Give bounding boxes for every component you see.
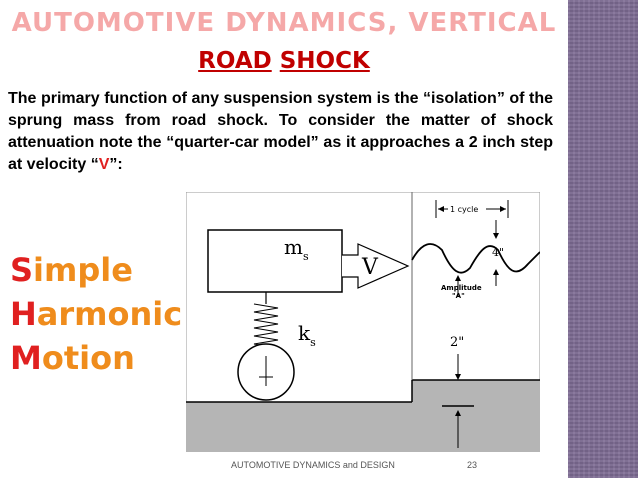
page-number: 23 bbox=[467, 460, 478, 470]
amplitude-symbol: "A" bbox=[452, 292, 465, 300]
shm-heading: Simple Harmonic Motion bbox=[10, 248, 182, 380]
velocity-label: V bbox=[361, 255, 379, 280]
quarter-car-diagram: ms V ks 1 cycle 4" Amplitude "A" bbox=[186, 192, 540, 452]
velocity-arrow bbox=[342, 243, 410, 289]
subtitle-shock: SHOCK bbox=[279, 48, 370, 74]
velocity-symbol: V bbox=[98, 156, 110, 173]
mass-label: ms bbox=[284, 235, 309, 263]
decorative-sidebar bbox=[568, 0, 638, 478]
amplitude-label: Amplitude bbox=[441, 284, 482, 292]
shm-line-harmonic: Harmonic bbox=[10, 295, 183, 333]
subtitle-road: ROAD bbox=[198, 48, 272, 74]
ground-step bbox=[412, 380, 540, 452]
slide-title: AUTOMOTIVE DYNAMICS, VERTICAL bbox=[11, 8, 557, 38]
sine-wave bbox=[411, 243, 540, 274]
step-label: 2" bbox=[450, 335, 464, 350]
sprung-mass-block bbox=[207, 229, 343, 293]
body-text-end: ”: bbox=[109, 156, 123, 173]
ground-low bbox=[186, 402, 412, 452]
height-label: 4" bbox=[492, 246, 504, 259]
shm-line-motion: Motion bbox=[10, 339, 135, 377]
body-text-main: The primary function of any suspension s… bbox=[8, 90, 553, 173]
slide-subtitle: ROAD SHOCK bbox=[0, 48, 568, 74]
footer-text: AUTOMOTIVE DYNAMICS and DESIGN bbox=[231, 460, 395, 470]
shm-line-simple: Simple bbox=[10, 251, 133, 289]
body-paragraph: The primary function of any suspension s… bbox=[8, 88, 553, 176]
cycle-label: 1 cycle bbox=[450, 205, 478, 214]
spring-label: ks bbox=[298, 321, 316, 349]
